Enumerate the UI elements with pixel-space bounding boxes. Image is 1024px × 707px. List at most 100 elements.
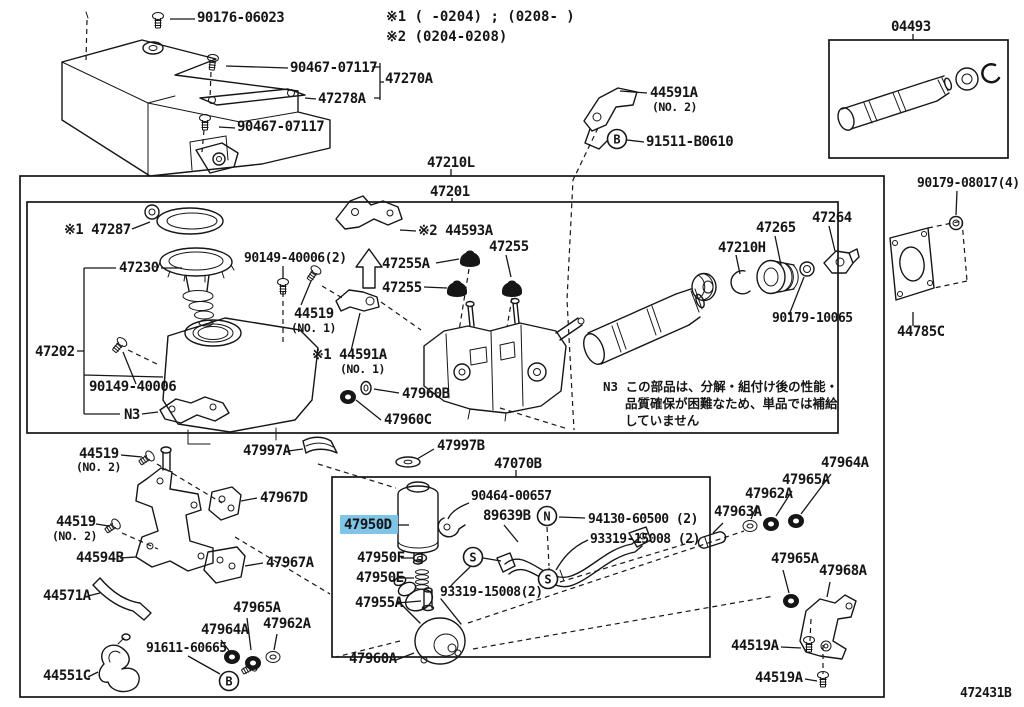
pump-assembly-box <box>331 476 711 658</box>
label-44519-no1-sub: (NO. 1) <box>291 321 336 335</box>
label-47950e: 47950E <box>356 570 404 586</box>
label-47210h: 47210H <box>718 240 766 256</box>
label-04493: 04493 <box>891 19 931 35</box>
label-47950d[interactable]: 47950D <box>344 517 392 533</box>
clamp-90464-sketch <box>437 517 466 538</box>
label-44591a-no2: 44591A <box>650 85 699 101</box>
cap-47255-left-glyph <box>447 280 467 297</box>
bracket-47967a-sketch <box>203 546 246 584</box>
label-90467-07117-upper: 90467-07117 <box>290 60 377 76</box>
screw-44519-no1 <box>304 263 324 284</box>
label-47967d: 47967D <box>260 490 308 506</box>
marker-b-top-letter: B <box>613 133 620 147</box>
label-90176-06023: 90176-06023 <box>197 10 284 26</box>
seal-47265-sketch <box>756 259 799 295</box>
rod-44571a-sketch <box>92 577 152 621</box>
label-47950f: 47950F <box>357 550 405 566</box>
nut-90179-10065-glyph <box>799 261 815 277</box>
marker-n-circle <box>536 505 558 527</box>
label-47960c: 47960C <box>384 412 432 428</box>
screw-44519-no2-a <box>136 448 157 468</box>
label-47963a: 47963A <box>714 504 763 520</box>
label-47264: 47264 <box>812 210 852 226</box>
bracket-47967d-sketch <box>208 486 242 521</box>
label-47960a: 47960A <box>349 651 398 667</box>
plate-47278a <box>199 88 306 106</box>
ring-47962a-right-glyph <box>742 520 758 532</box>
screw-44519-no2-b <box>102 516 123 536</box>
engine-cover-sketch <box>61 11 331 177</box>
label-90467-07117-lower: 90467-07117 <box>237 119 324 135</box>
bolt-90176-06023 <box>152 12 164 29</box>
gasket-47950f-glyph <box>412 553 428 563</box>
kit-04493-sketch <box>837 63 1001 131</box>
grommet-47965a-left-glyph <box>245 656 261 670</box>
grommet-47965a-bottom-glyph <box>783 594 799 608</box>
label-47278a: 47278A <box>318 91 367 107</box>
label-44519-no1: 44519 <box>294 306 334 322</box>
marker-b-bottom-letter: B <box>225 675 232 689</box>
direction-arrow <box>355 248 383 289</box>
washer-47997b-glyph <box>395 456 421 468</box>
label-90179-08017: 90179-08017(4) <box>917 176 1020 191</box>
marker-s-right-circle <box>537 568 559 590</box>
label-47255-left: 47255 <box>382 280 422 296</box>
label-47962a-left: 47962A <box>263 616 312 632</box>
label-44591a-no1: ※1 44591A <box>312 347 388 363</box>
label-44519-no2-a-sub: (NO. 2) <box>76 460 121 474</box>
outer-frame-box <box>19 175 885 698</box>
fitting-47264-sketch <box>823 248 860 274</box>
label-47964a-right: 47964A <box>821 455 870 471</box>
gasket-47287-sketch <box>144 204 224 235</box>
marker-n-letter: N <box>543 510 550 524</box>
washer-47960b-glyph <box>360 380 372 396</box>
label-44785c: 44785C <box>897 324 945 340</box>
snap-ring-47210h-glyph <box>730 270 751 295</box>
marker-b-bottom: B <box>218 670 240 692</box>
label-44591a-no1-sub: (NO. 1) <box>340 362 385 376</box>
marker-b-bottom-circle <box>218 670 240 692</box>
label-47255a: 47255A <box>382 256 431 272</box>
ring-47962a-left-glyph <box>265 651 281 663</box>
label-44594b: 44594B <box>76 550 124 566</box>
hose-89639b-sketch <box>496 526 652 588</box>
label-47955a: 47955A <box>355 595 404 611</box>
label-47965a-left: 47965A <box>233 600 282 616</box>
leader-lines <box>77 18 958 682</box>
label-47965a-bottom: 47965A <box>771 551 820 567</box>
label-47287: ※1 47287 <box>64 222 131 238</box>
label-47270a: 47270A <box>385 71 434 87</box>
reservoir-47202-sketch <box>162 317 319 445</box>
flange-44785c-sketch <box>889 227 935 301</box>
label-47997b: 47997B <box>437 438 485 454</box>
label-n3: N3 <box>124 407 140 423</box>
label-91611-60665: 91611-60665 <box>146 641 227 656</box>
marker-b-top-circle <box>606 128 628 150</box>
label-47070b: 47070B <box>494 456 542 472</box>
label-93319-15008-right: 93319-15008 (2) <box>590 532 700 547</box>
label-47960b: 47960B <box>402 386 450 402</box>
label-47210l: 47210L <box>427 155 475 171</box>
marker-s-left-letter: S <box>469 551 476 565</box>
label-doc-code: 472431B <box>960 686 1012 701</box>
spring-47950e-glyph <box>415 569 429 590</box>
label-47968a: 47968A <box>819 563 868 579</box>
grommet-47965a-top-glyph <box>763 517 779 531</box>
grommet-47210h-stack-sketch <box>691 272 717 302</box>
screw-90467-lower <box>199 114 211 131</box>
marker-b-top: B <box>606 128 628 150</box>
strap-47997a-sketch <box>302 436 338 454</box>
label-44519-no2-b-sub: (NO. 2) <box>52 529 97 543</box>
label-89639b: 89639B <box>483 508 531 524</box>
label-47965a-top: 47965A <box>782 472 831 488</box>
note-remark2: ※2 (0204-0208) <box>386 29 507 45</box>
marker-n: N <box>536 505 558 527</box>
grommet-47964a-right-glyph <box>788 514 804 528</box>
marker-s-right-letter: S <box>544 573 551 587</box>
assembly-dashed-lines <box>85 19 968 674</box>
label-47201: 47201 <box>430 184 470 200</box>
highlight-47950d[interactable] <box>340 515 398 534</box>
label-47202: 47202 <box>35 344 75 360</box>
